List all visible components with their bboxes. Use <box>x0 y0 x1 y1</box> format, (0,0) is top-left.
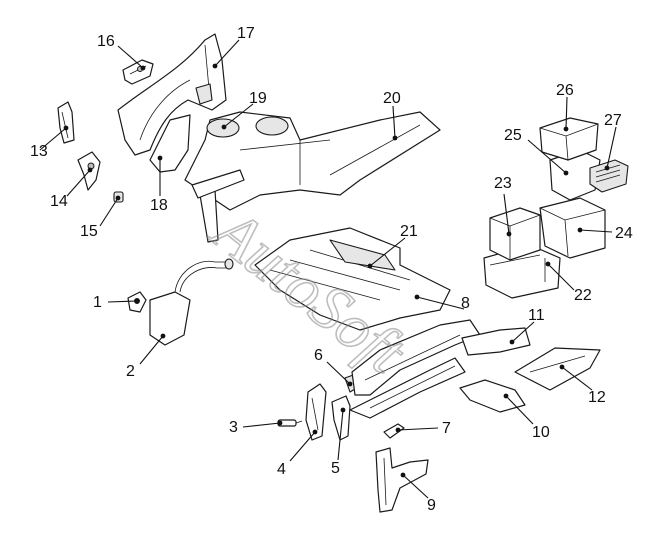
callout-18: 18 <box>150 197 168 214</box>
part-18-19-20-front-structure <box>149 111 441 243</box>
callout-14: 14 <box>50 193 68 210</box>
part-8-10-11-rails <box>349 319 531 419</box>
callout-2: 2 <box>126 363 135 380</box>
callout-15: 15 <box>80 223 98 240</box>
callout-27: 27 <box>604 112 622 129</box>
callout-8: 8 <box>461 295 470 312</box>
callout-16: 16 <box>97 33 115 50</box>
callout-4: 4 <box>277 461 286 478</box>
part-12 <box>514 347 601 391</box>
callout-22: 22 <box>574 287 592 304</box>
callout-9: 9 <box>427 497 436 514</box>
part-4 <box>305 383 327 441</box>
callout-5: 5 <box>331 460 340 477</box>
callout-7: 7 <box>442 420 451 437</box>
part-9 <box>375 447 429 513</box>
part-23-battery <box>489 207 541 261</box>
part-2-reservoir <box>149 258 234 346</box>
callout-20: 20 <box>383 90 401 107</box>
callout-21: 21 <box>400 223 418 240</box>
part-21-floor <box>254 227 451 331</box>
callout-23: 23 <box>494 175 512 192</box>
callout-13: 13 <box>30 143 48 160</box>
part-24-cover <box>539 197 606 259</box>
part-7 <box>383 423 405 439</box>
part-27-module <box>589 159 629 193</box>
part-13 <box>57 101 75 144</box>
callout-24: 24 <box>615 225 633 242</box>
callout-6: 6 <box>314 347 323 364</box>
callout-3: 3 <box>229 419 238 436</box>
part-17 <box>117 33 227 156</box>
callout-1: 1 <box>93 294 102 311</box>
callout-labels: 1 2 3 4 5 6 7 8 9 10 11 12 13 14 15 16 1… <box>30 25 633 514</box>
callout-26: 26 <box>556 82 574 99</box>
parts-group <box>57 33 629 513</box>
callout-12: 12 <box>588 389 606 406</box>
callout-leaders <box>39 39 617 499</box>
callout-25: 25 <box>504 127 522 144</box>
part-26-module <box>539 117 599 161</box>
callout-19: 19 <box>249 90 267 107</box>
callout-11: 11 <box>528 307 545 324</box>
callout-10: 10 <box>532 424 550 441</box>
callout-17: 17 <box>237 25 255 42</box>
part-5 <box>331 395 351 441</box>
